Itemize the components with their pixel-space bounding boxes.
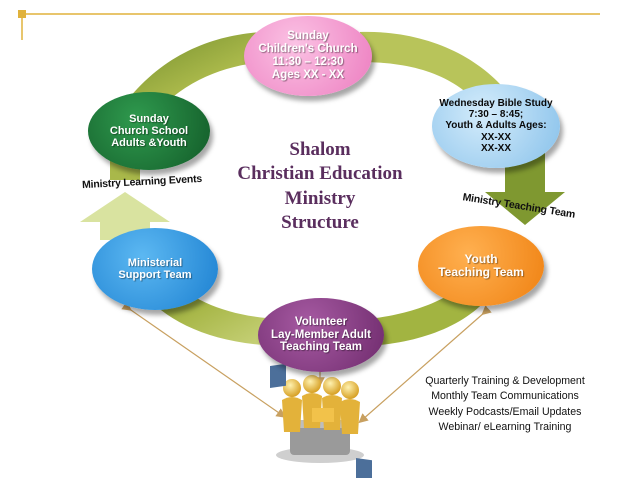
node-line: Children's Church [258, 43, 358, 56]
title-line: Ministry [284, 187, 356, 209]
node-sunday-childrens-church: Sunday Children's Church 11:30 – 12:30 A… [244, 16, 372, 96]
node-line: XX-XX [480, 142, 511, 154]
node-line: 7:30 – 8:45; [468, 109, 524, 121]
node-ministerial-support-team: Ministerial Support Team [92, 228, 218, 310]
node-line: Ministerial [127, 256, 183, 269]
training-item: Monthly Team Communications [431, 390, 579, 403]
node-line: Sunday [129, 112, 169, 125]
node-line: 11:30 – 12:30 [272, 56, 344, 68]
node-volunteer-teaching-team: Volunteer Lay-Member Adult Teaching Team [258, 298, 384, 372]
team-meeting-icon [270, 363, 372, 478]
node-wednesday-bible-study: Wednesday Bible Study 7:30 – 8:45; Youth… [432, 84, 560, 168]
training-item: Webinar/ eLearning Training [438, 421, 572, 434]
training-item: Quarterly Training & Development [425, 375, 585, 387]
node-line: Wednesday Bible Study [439, 98, 553, 110]
node-sunday-church-school: Sunday Church School Adults &Youth [88, 92, 210, 170]
slide-border-lines [18, 10, 600, 40]
title-line: Christian Education [237, 163, 403, 185]
node-line: Adults &Youth [111, 137, 187, 150]
node-line: Sunday [287, 30, 329, 43]
training-item: Weekly Podcasts/Email Updates [428, 405, 582, 418]
node-line: Teaching Team [279, 341, 362, 354]
title-line: Structure [281, 211, 359, 233]
diagram-title: Shalom Christian Education Ministry Stru… [210, 138, 430, 235]
title-line: Shalom [289, 139, 351, 160]
node-line: Support Team [118, 269, 192, 281]
node-line: Ages XX - XX [271, 68, 345, 81]
training-list: Quarterly Training & Development Monthly… [410, 374, 600, 435]
node-youth-teaching-team: Youth Teaching Team [418, 226, 544, 306]
node-line: XX-XX [480, 131, 511, 143]
node-line: Volunteer [294, 315, 348, 328]
node-line: Church School [109, 124, 189, 137]
node-line: Youth [464, 251, 498, 266]
node-line: Lay-Member Adult [271, 328, 371, 341]
node-line: Youth & Adults Ages: [445, 120, 547, 132]
node-line: Teaching Team [438, 265, 524, 279]
